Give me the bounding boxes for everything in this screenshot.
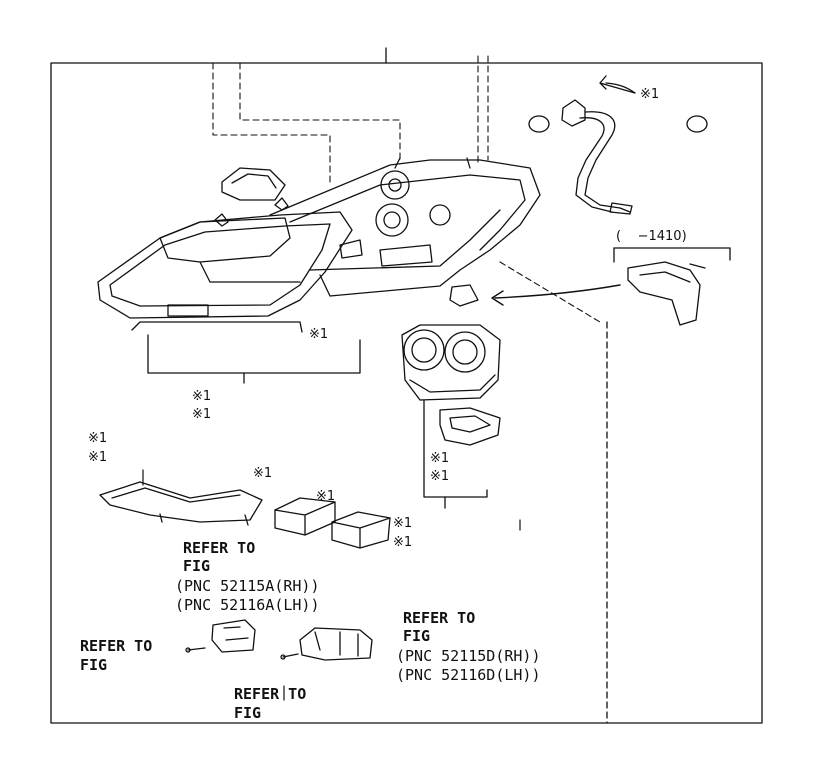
lower-bracket-strip — [99, 481, 263, 526]
ref-4-line2: FIG — [234, 704, 262, 722]
note-mark: ※1 — [316, 489, 336, 504]
ref-4-line1: REFER TO — [234, 685, 307, 703]
ref-2-pnc-rh: (PNC 52115D(RH)) — [396, 647, 541, 665]
note-mark: ※1 — [430, 451, 450, 466]
ref-3-line1: REFER TO — [80, 637, 153, 655]
note-mark: ※1 — [640, 87, 660, 102]
ref-2-line2: FIG — [403, 627, 431, 645]
right-subassembly — [613, 247, 731, 326]
range-label: ( −1410) — [616, 229, 687, 244]
note-mark: ※1 — [393, 535, 413, 550]
ref-1-pnc-lh: (PNC 52116A(LH)) — [175, 596, 320, 614]
arrow-left — [491, 284, 621, 306]
note-mark: ※1 — [88, 431, 108, 446]
ecu-module-2 — [331, 511, 391, 549]
note-mark: ※1 — [309, 327, 329, 342]
bulbs-socket — [528, 75, 708, 215]
ref-1-line1: REFER TO — [183, 539, 256, 557]
headlamp-assembly — [97, 157, 541, 333]
note-mark: ※1 — [88, 450, 108, 465]
note-mark: ※1 — [430, 469, 450, 484]
diagram-frame — [50, 62, 763, 724]
ref-2-line1: REFER TO — [403, 609, 476, 627]
small-part-near-arrow — [449, 284, 479, 307]
note-mark: ※1 — [253, 466, 273, 481]
ref-2-pnc-lh: (PNC 52116D(LH)) — [396, 666, 541, 684]
ref-1-line2: FIG — [183, 557, 211, 575]
bracket-bottom-left — [185, 619, 256, 653]
note-mark: ※1 — [192, 389, 212, 404]
ref-3-line2: FIG — [80, 656, 108, 674]
bracket-top — [214, 167, 289, 227]
projector-unit — [401, 324, 501, 446]
bracket-bottom-right — [280, 627, 373, 661]
ref-1-pnc-rh: (PNC 52115A(RH)) — [175, 577, 320, 595]
note-mark: ※1 — [192, 407, 212, 422]
note-mark: ※1 — [393, 516, 413, 531]
